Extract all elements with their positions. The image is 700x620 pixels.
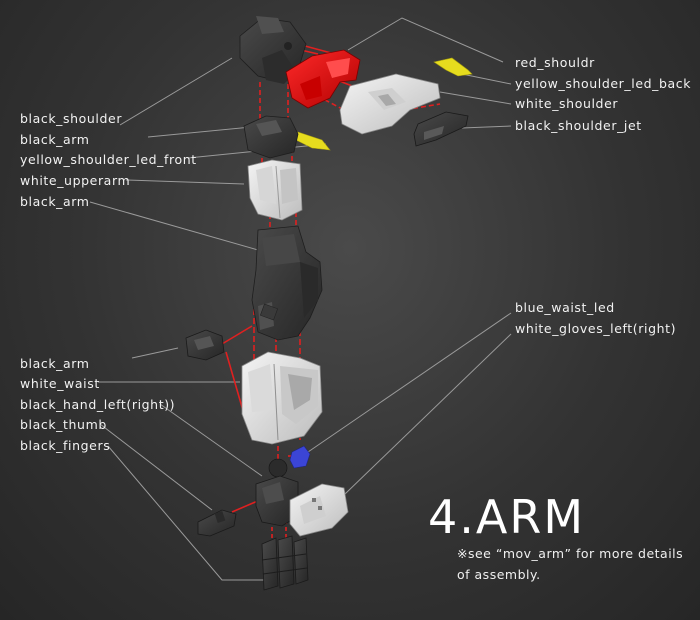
- label-black-shoulder: black_shoulder: [20, 111, 123, 126]
- assembly-note-line-2: of assembly.: [457, 567, 541, 582]
- label-black-arm-2: black_arm: [20, 194, 90, 209]
- yellow-led-parts: [295, 57, 473, 151]
- label-black-arm-3: black_arm: [20, 356, 90, 371]
- black-arm-upper-part: [243, 115, 299, 159]
- label-white-waist: white_waist: [20, 376, 100, 391]
- blue-waist-led-part: [289, 445, 311, 469]
- black-thumb-part: [197, 509, 237, 537]
- white-waist-part: [241, 351, 323, 445]
- leader-lines: [89, 17, 512, 581]
- black-shoulder-jet-part: [413, 111, 469, 147]
- label-red-shoulder: red_shouldr: [515, 55, 595, 70]
- red-shoulder-part: [285, 49, 361, 109]
- assembly-note-line-1: ※see “mov_arm” for more details: [457, 546, 684, 561]
- hand-ball-joint: [268, 458, 288, 478]
- label-black-thumb: black_thumb: [20, 417, 107, 432]
- label-blue-waist-led: blue_waist_led: [515, 300, 615, 315]
- white-upperarm-part: [247, 159, 303, 221]
- section-title: 4.ARM: [428, 490, 586, 544]
- black-arm-side-part: [185, 329, 225, 361]
- label-black-fingers: black_fingers: [20, 438, 111, 453]
- label-black-hand: black_hand_left(right)): [20, 397, 176, 412]
- label-yellow-shoulder-led-back: yellow_shoulder_led_back: [515, 76, 692, 91]
- label-white-upperarm: white_upperarm: [20, 173, 131, 188]
- label-black-shoulder-jet: black_shoulder_jet: [515, 118, 642, 133]
- white-shoulder-part: [339, 73, 441, 135]
- black-hand-part: [255, 475, 299, 527]
- black-arm-main-part: [251, 225, 323, 341]
- label-white-gloves: white_gloves_left(right): [515, 321, 677, 336]
- white-glove-part: [289, 483, 349, 537]
- label-white-shoulder: white_shoulder: [515, 96, 619, 111]
- label-black-arm-1: black_arm: [20, 132, 90, 147]
- black-fingers-part: [261, 535, 309, 591]
- label-yellow-shoulder-led-front: yellow_shoulder_led_front: [20, 152, 197, 167]
